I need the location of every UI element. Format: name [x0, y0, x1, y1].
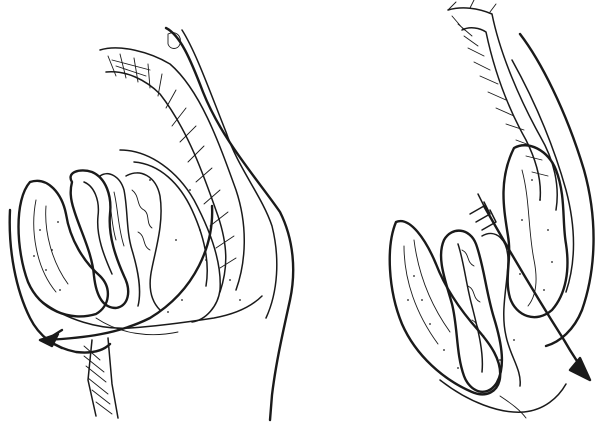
right-rectum	[504, 145, 568, 317]
right-panel-sagittal-section	[390, 0, 594, 418]
right-bladder	[390, 221, 500, 394]
left-panel-sagittal-section	[10, 28, 293, 420]
left-bladder	[19, 181, 108, 317]
right-uterus	[441, 231, 502, 392]
left-cervix-folds	[126, 173, 161, 310]
right-spine-column	[448, 0, 557, 210]
left-rectum	[120, 150, 220, 322]
left-sacrum-column	[100, 33, 244, 292]
left-body-outline	[166, 28, 293, 420]
left-perineum	[40, 296, 262, 328]
left-axis-arrow	[40, 206, 212, 348]
